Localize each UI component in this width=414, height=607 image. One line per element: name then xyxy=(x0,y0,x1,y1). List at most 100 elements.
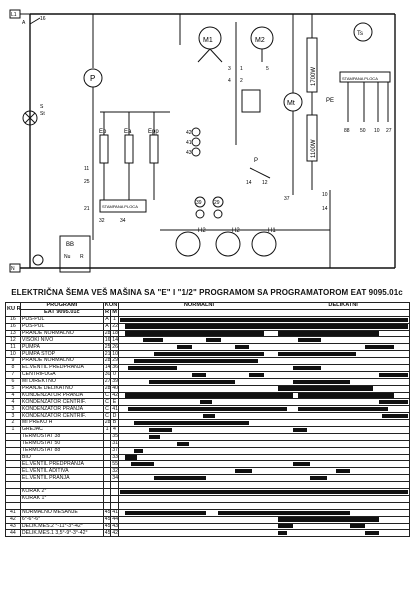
row-contact-m: 41 xyxy=(110,508,119,517)
row-contact-r xyxy=(102,439,112,448)
row-timeline xyxy=(117,384,411,393)
timeline-segment xyxy=(278,531,287,536)
label-h1: H1 xyxy=(268,228,276,234)
table-row: KORAK 1° xyxy=(5,494,411,503)
timeline-segment xyxy=(309,476,328,481)
row-contact-m xyxy=(110,494,119,503)
timeline-segment xyxy=(191,372,207,377)
row-contact-r: C xyxy=(102,391,112,400)
row-contact-r: 28 xyxy=(102,357,112,366)
row-function: BIO xyxy=(19,453,104,462)
table-header: KU RI VR PROGRAMI KONTA NORMALNI DELIKAT… xyxy=(5,302,411,317)
row-contact-m: 34 xyxy=(110,474,119,483)
timeline-segment xyxy=(203,414,215,419)
row-number: 42 xyxy=(5,515,21,524)
row-number xyxy=(5,432,21,441)
label-h2-a: H2 xyxy=(198,228,206,234)
row-contact-m: 1 xyxy=(110,315,119,324)
label-board-b: STAMPANA PLOCA xyxy=(342,76,378,81)
row-function: PRANJE NORMALNO xyxy=(19,357,104,366)
row-contact-r xyxy=(102,432,112,441)
timeline-segment xyxy=(148,434,161,439)
row-function: KONDENZATOR PRANJA xyxy=(19,391,104,400)
row-timeline xyxy=(117,508,411,517)
svg-text:41: 41 xyxy=(186,140,192,146)
row-number xyxy=(5,474,21,483)
row-number: 2 xyxy=(5,419,21,428)
row-contact-r: 1 xyxy=(102,426,112,434)
row-contact-r: 30 xyxy=(102,370,112,379)
row-contact-r xyxy=(102,481,112,490)
timeline-segment xyxy=(131,462,155,467)
svg-text:25: 25 xyxy=(84,179,90,185)
row-contact-r: 27 xyxy=(102,377,112,386)
row-number xyxy=(5,460,21,469)
row-contact-m: 29 xyxy=(110,357,119,366)
row-timeline xyxy=(117,343,411,352)
row-contact-r: 14 xyxy=(102,364,112,372)
row-number: 16 xyxy=(5,315,21,324)
timeline-segment xyxy=(177,345,192,350)
row-number: 10 xyxy=(5,350,21,359)
row-function: DELIK.MEŠ.2 °-11°-3°-42° xyxy=(19,522,104,531)
table-row: EL.VENTIL PRANJA 34 xyxy=(5,474,411,483)
row-function xyxy=(19,501,104,510)
row-number: 6 xyxy=(5,377,21,386)
svg-text:29: 29 xyxy=(214,200,220,206)
valve-ep xyxy=(99,134,109,164)
row-contact-m: 37 xyxy=(110,446,119,455)
row-contact-m: 40 xyxy=(110,384,119,393)
row-timeline xyxy=(117,439,411,448)
row-contact-m: 10 xyxy=(110,350,119,359)
row-timeline xyxy=(117,460,411,469)
row-number: 7 xyxy=(5,370,21,379)
row-function: 6°-6°-6° xyxy=(19,515,104,524)
heater-h2-b xyxy=(215,231,241,257)
table-row xyxy=(5,481,411,490)
row-contact-r: 16 xyxy=(102,336,112,345)
row-contact-m: 41 xyxy=(110,405,119,414)
timeline-segment xyxy=(154,476,207,481)
row-function: PUMPA STOP xyxy=(19,350,104,359)
timeline-segment xyxy=(364,345,394,350)
row-number xyxy=(5,481,21,490)
row-contact-m: 0 xyxy=(110,370,119,379)
row-contact-r: 45 xyxy=(102,529,112,538)
row-function: CENTRIFUGA xyxy=(19,370,104,379)
row-number: 3 xyxy=(5,405,21,414)
timeline-segment xyxy=(350,524,365,529)
row-contact-r: 21 xyxy=(102,350,112,359)
row-contact-r: C xyxy=(102,412,112,421)
row-function: TERMOSTAT 38 xyxy=(19,432,104,441)
row-function: EL.VENTIL PRANJA xyxy=(19,474,104,483)
row-number: 8 xyxy=(5,364,21,372)
printed-board-b xyxy=(339,71,391,83)
svg-text:16: 16 xyxy=(40,16,46,22)
row-function: PUMPA xyxy=(19,343,104,352)
timeline-segment xyxy=(379,400,408,405)
row-contact-r: C xyxy=(102,405,112,414)
program-table: KU RI VR PROGRAMI KONTA NORMALNI DELIKAT… xyxy=(5,302,411,603)
header-eat: EAT 9095.01c xyxy=(19,308,104,317)
label-nu: Nu xyxy=(64,254,71,260)
timeline-segment xyxy=(125,455,137,460)
row-contact-r xyxy=(102,488,112,496)
row-contact-m xyxy=(110,501,119,510)
row-contact-m: 39 xyxy=(110,377,119,386)
row-timeline xyxy=(117,453,411,462)
